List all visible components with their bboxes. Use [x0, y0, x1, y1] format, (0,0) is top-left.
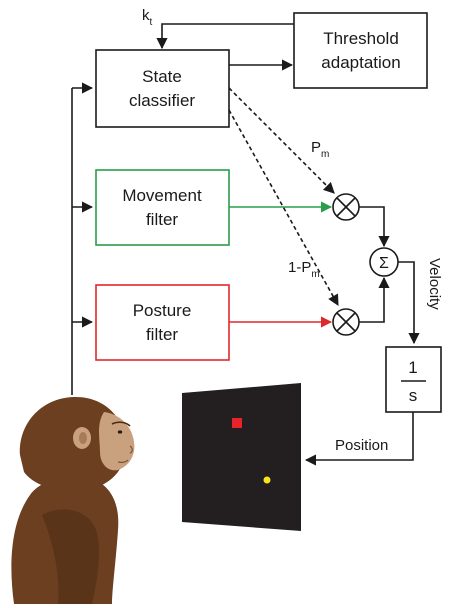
- movement-filter-block: Movement filter: [95, 169, 230, 246]
- posture-filter-label-line2: filter: [146, 325, 178, 344]
- posture-filter-block: Posture filter: [95, 284, 230, 361]
- state-classifier-block: State classifier: [95, 49, 230, 128]
- neural-input-bus: [71, 82, 94, 395]
- one-minus-pm-weight-arrow: [228, 109, 339, 306]
- multiply-node-icon: [332, 193, 360, 221]
- multiply-node-icon: [332, 308, 360, 336]
- movement-filter-label-line2: filter: [146, 210, 178, 229]
- threshold-adaptation-label-line2: adaptation: [321, 53, 400, 72]
- upper-product-to-sum-arrow: [359, 206, 390, 248]
- movement-filter-label-line1: Movement: [122, 186, 202, 205]
- threshold-feedback-arrow: [156, 23, 294, 50]
- sum-symbol: Σ: [379, 255, 389, 272]
- velocity-label: Velocity: [426, 258, 443, 310]
- target-square: [232, 418, 242, 428]
- display-screen-icon: [182, 383, 301, 531]
- state-classifier-label-line1: State: [142, 67, 182, 86]
- integrator-block: 1 s: [385, 346, 442, 413]
- k-t-label: kt: [142, 7, 153, 28]
- threshold-adaptation-label-line1: Threshold: [323, 29, 399, 48]
- pm-weight-arrow: [228, 87, 335, 194]
- position-label: Position: [335, 437, 388, 454]
- integrator-denominator: s: [409, 386, 418, 405]
- state-classifier-label-line2: classifier: [129, 91, 195, 110]
- threshold-adaptation-block: Threshold adaptation: [293, 12, 428, 89]
- cursor-dot: [263, 476, 271, 484]
- integrator-numerator: 1: [408, 358, 417, 377]
- position-arrow: [304, 412, 414, 466]
- lower-product-to-sum-arrow: [359, 276, 390, 323]
- monkey-subject-icon: [11, 396, 135, 604]
- one-minus-pm-label: 1-Pm: [288, 259, 320, 280]
- sum-node-icon: Σ: [369, 247, 399, 277]
- velocity-arrow: [398, 261, 420, 345]
- posture-filter-label-line1: Posture: [133, 301, 192, 320]
- pm-label: Pm: [311, 139, 329, 160]
